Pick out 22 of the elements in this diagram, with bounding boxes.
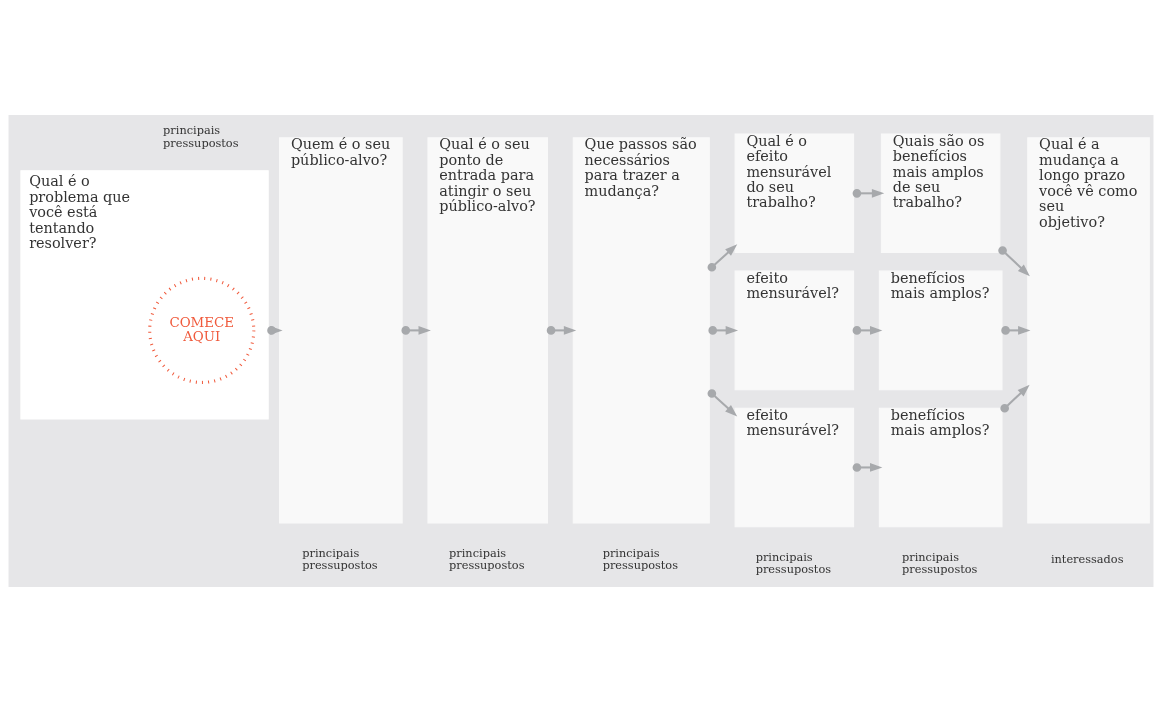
label: principais pressupostos (449, 545, 525, 573)
node-box: benefícios mais amplos? (878, 407, 1003, 528)
node-box: Qual é o seu ponto de entrada para atingir o seu público-alvo? (427, 137, 549, 524)
arrow (707, 244, 738, 272)
node-box: Quais são os benefícios mais amplos de seu trabalho? (880, 133, 1001, 254)
node-box: Qual é o efeito mensurável do seu trabalho? (734, 133, 855, 254)
label: principais pressupostos (602, 545, 679, 573)
label: interessados (1050, 552, 1124, 567)
arrow (1000, 384, 1030, 413)
label: principais pressupostos (302, 545, 378, 573)
node-circle: COMECE AQUI (148, 276, 256, 384)
label: principais pressupostos (755, 550, 832, 577)
label: principais pressupostos (163, 123, 239, 150)
node-box: efeito mensurável? (734, 407, 855, 528)
node-box: Que passos são necessários para trazer a mudança? (572, 137, 710, 524)
arrow (998, 246, 1030, 277)
node-box: benefícios mais amplos? (878, 270, 1003, 391)
label: principais pressupostos (902, 550, 978, 577)
node-box: efeito mensurável? (734, 270, 855, 391)
node-box: Qual é a mudança a longo prazo você vê como seu objetivo? (1027, 137, 1150, 524)
node-box: Quem é o seu público-alvo? (279, 137, 403, 524)
arrow (707, 389, 738, 417)
